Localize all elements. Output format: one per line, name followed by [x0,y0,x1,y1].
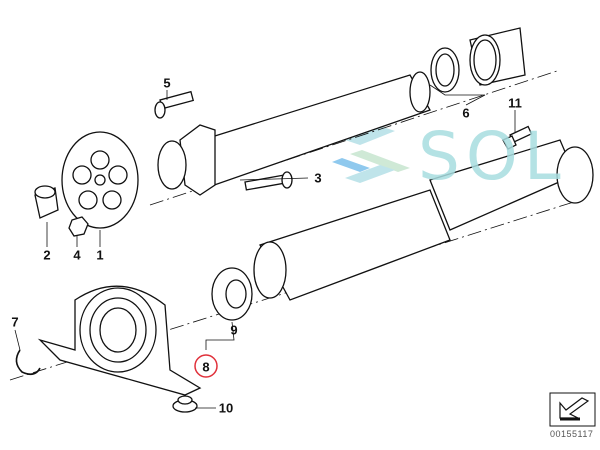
watermark-logo-icon [332,126,410,183]
label-part-10[interactable]: 10 [218,400,234,416]
propshaft-rear [253,139,594,301]
label-part-6[interactable]: 6 [462,105,470,121]
label-part-5[interactable]: 5 [163,75,171,91]
part-11-bolt [502,125,533,150]
part-3-bolt [244,171,293,191]
label-part-2[interactable]: 2 [43,247,51,263]
label-part-9[interactable]: 9 [230,322,238,338]
highlight-circle-part-8 [194,354,218,378]
part-9-bearing [211,267,253,321]
part-5-bolt [154,90,195,119]
label-part-4[interactable]: 4 [73,247,81,263]
part-1-flex-disc [61,131,139,229]
part-6-rings [430,27,526,93]
part-8-center-support [37,285,202,396]
diagram-code: 00155117 [550,429,594,439]
label-part-8[interactable]: 8 [202,359,210,375]
part-2-bushing [34,185,59,219]
label-part-7[interactable]: 7 [11,314,19,330]
part-10-mount [172,395,198,413]
label-part-11[interactable]: 11 [508,95,522,111]
part-4-nut [68,216,89,237]
arrow-back-icon [549,392,596,427]
watermark-text: SOL [418,118,567,195]
label-part-1[interactable]: 1 [96,247,104,263]
propshaft-front [157,71,431,196]
label-part-3[interactable]: 3 [314,170,322,186]
part-7-clip [15,349,41,376]
